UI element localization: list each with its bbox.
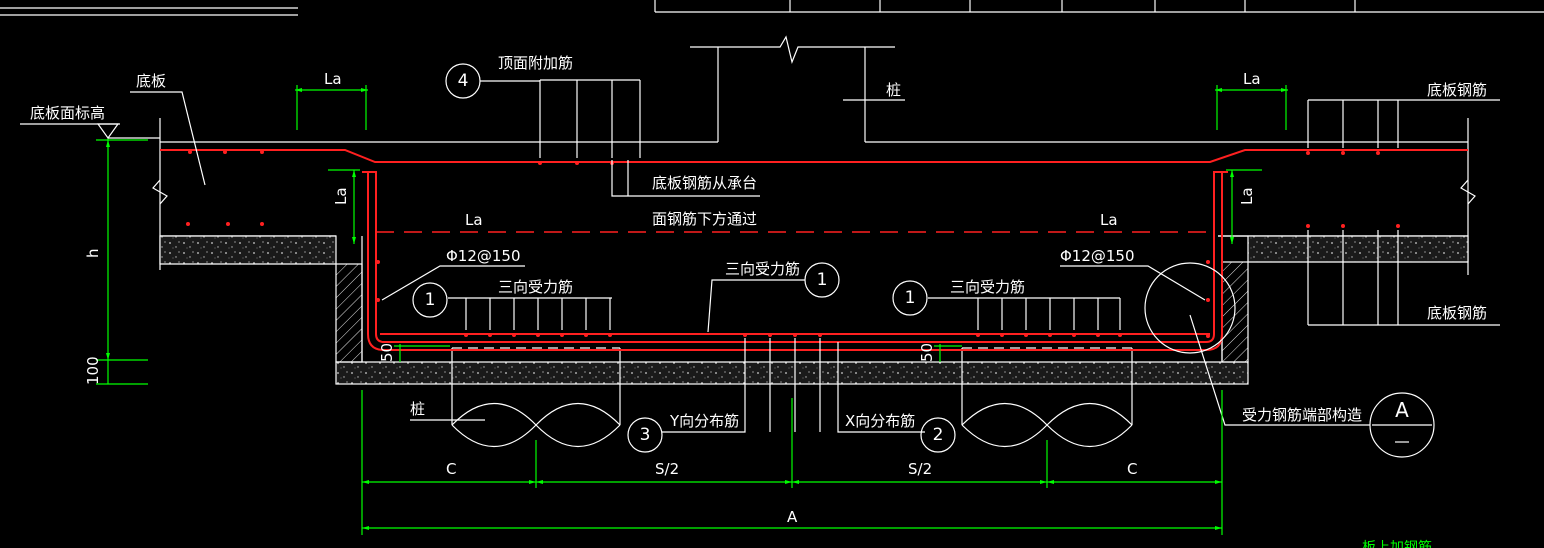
dim-a: A [787,508,798,526]
brick-wall-left [335,263,363,363]
column-stub [690,35,905,142]
label-slab-bars-bottom: 底板钢筋 [1427,304,1487,322]
dim-50-left: 50 [378,343,396,362]
elevation-marker [20,123,160,140]
label-top-extra-bars: 顶面附加筋 [498,54,573,72]
pile-right [961,347,1133,447]
bubble-3: 3 [627,417,663,453]
detail-bubble-A: A [1369,392,1435,458]
svg-text:2: 2 [933,425,944,445]
dim-la-top-left: La [324,70,342,88]
label-bottom-cut: 板上加钢筋 [1362,539,1432,548]
bar-leaders [130,79,1500,433]
svg-text:4: 4 [458,71,469,91]
dim-s2-right: S/2 [908,460,932,478]
frame-lines-top-left [0,7,298,16]
label-x-distribution: X向分布筋 [845,412,915,430]
label-slab: 底板 [136,72,166,90]
bubble-2: 2 [920,417,956,453]
label-y-distribution: Y向分布筋 [669,412,739,430]
dim-la-vertical-right: La [1238,187,1256,205]
rebar-cage [160,149,1468,351]
dim-c-left: C [446,460,456,478]
bubble-1-mid: 1 [804,262,840,298]
svg-text:1: 1 [817,270,828,290]
rebar-dots [186,150,1400,338]
label-column: 桩 [886,81,901,99]
label-three-way-right: 三向受力筋 [950,278,1025,296]
svg-text:3: 3 [640,425,651,445]
dim-la-mid-left: La [465,211,483,229]
pile-left [451,347,621,447]
dimension-lines [96,85,1288,535]
label-slab-bars-top: 底板钢筋 [1427,81,1487,99]
dim-la-mid-right: La [1100,211,1118,229]
svg-text:1: 1 [905,288,916,308]
dim-la-vertical-left: La [332,187,350,205]
svg-text:1: 1 [425,290,436,310]
bubble-4: 4 [445,63,540,99]
label-stirrup-left: Φ12@150 [446,247,521,265]
svg-text:A: A [1395,398,1409,422]
label-three-way-mid: 三向受力筋 [725,260,800,278]
label-three-way-left: 三向受力筋 [498,278,573,296]
label-slab-top-elevation: 底板面标高 [30,104,105,122]
dim-100: 100 [84,356,102,385]
dim-h: h [84,248,102,258]
label-stirrup-right: Φ12@150 [1060,247,1135,265]
label-pile: 桩 [410,400,425,418]
dim-s2-left: S/2 [655,460,679,478]
dim-c-right: C [1127,460,1137,478]
bubble-1-left: 1 [412,282,448,318]
label-pass-through-line2: 面钢筋下方通过 [652,210,757,228]
bubble-1-right: 1 [892,280,928,316]
label-pass-through-line1: 底板钢筋从承台 [652,174,757,192]
title-block-strip [654,0,1544,13]
detail-circle [1144,262,1236,354]
dim-la-top-right: La [1243,70,1261,88]
dim-50-right: 50 [918,343,936,362]
label-end-detail: 受力钢筋端部构造 [1242,406,1362,424]
